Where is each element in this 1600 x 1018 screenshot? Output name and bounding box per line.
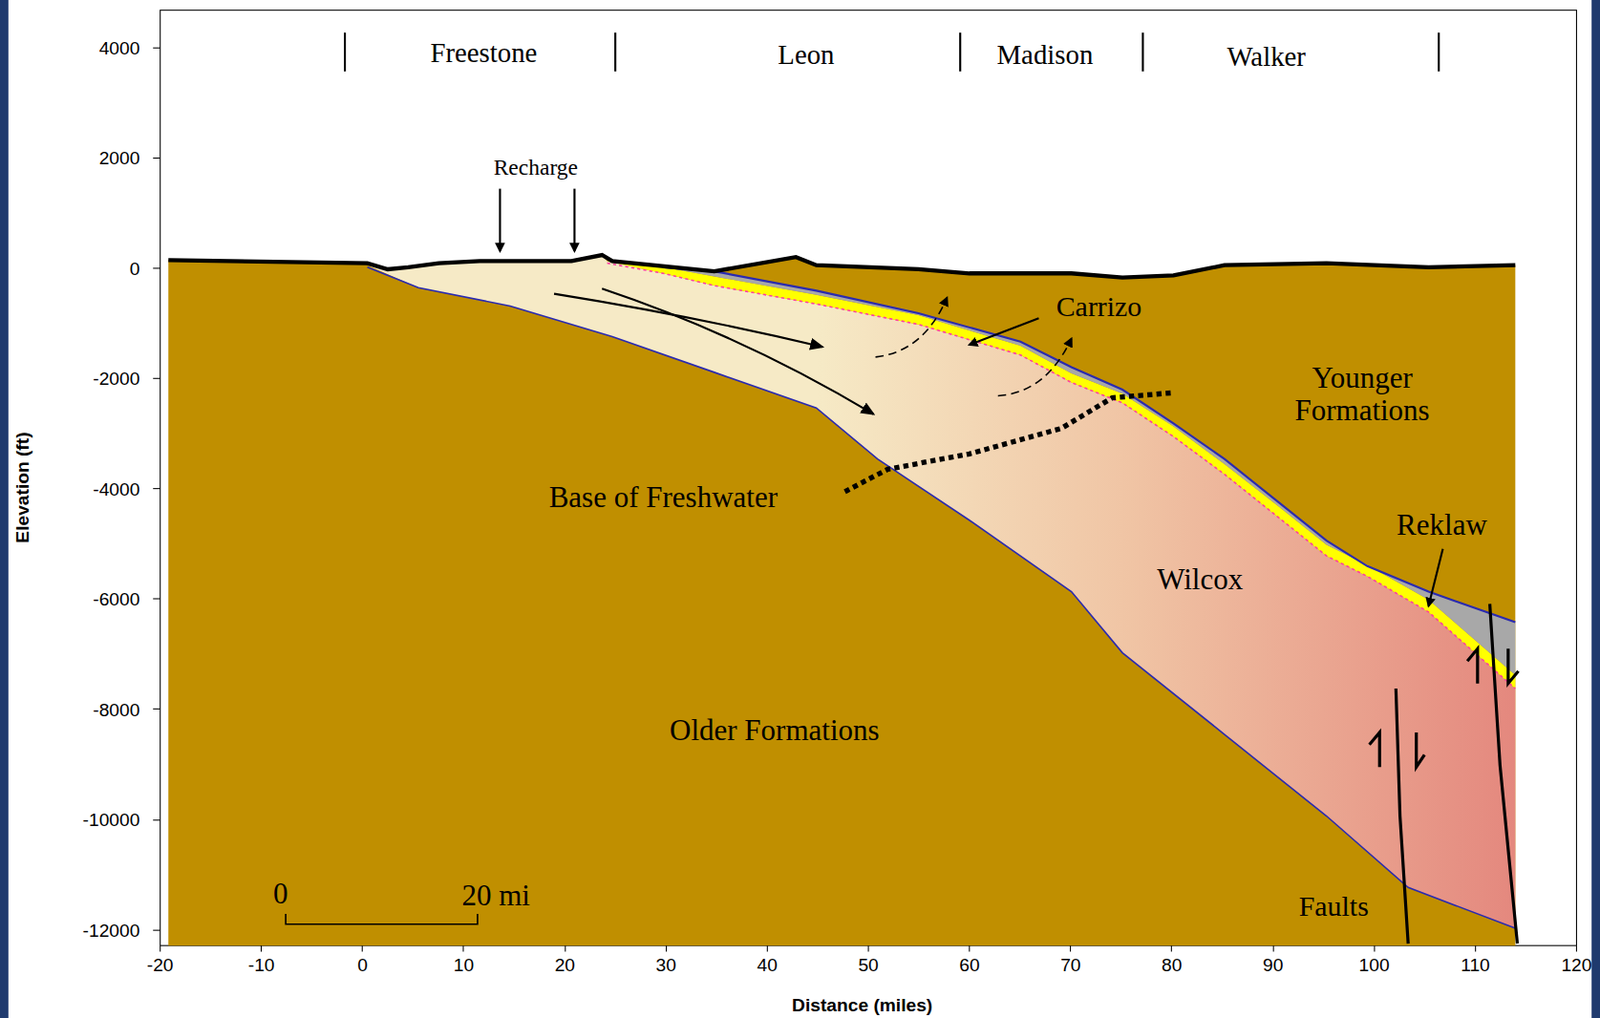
axis-tick-label: 2000 [99, 148, 141, 169]
axis-tick-label: 60 [959, 955, 980, 976]
formation-name: Older Formations [669, 714, 880, 747]
scale-label: 20 mi [461, 879, 530, 913]
fault-label: Faults [1299, 891, 1369, 923]
formation-name: Reklaw [1396, 509, 1488, 542]
axis-tick-label: 4000 [99, 38, 141, 59]
axis-tick-label: 10 [453, 955, 474, 976]
axis-title: Elevation (ft) [12, 432, 33, 544]
county-name: Freestone [429, 38, 537, 69]
axis-tick-label: 40 [757, 955, 778, 976]
axis-tick-label: -2000 [92, 368, 140, 389]
axis-tick-label: 20 [554, 955, 576, 976]
axis-tick-label: 0 [129, 258, 141, 279]
axis-tick-label: -8000 [92, 700, 140, 721]
axis-tick-label: -6000 [92, 589, 140, 610]
axis-tick-label: -4000 [92, 479, 140, 500]
county-name: Walker [1227, 42, 1306, 73]
axis-tick-label: 0 [357, 955, 368, 976]
axis-tick-label: 120 [1560, 955, 1592, 976]
axis-tick-label: -10 [248, 955, 276, 976]
axis-tick-label: -20 [147, 955, 174, 976]
axis-tick-label: -10000 [83, 810, 141, 831]
formation-name: Younger Formations [1265, 362, 1460, 427]
axis-tick-label: -12000 [83, 920, 141, 941]
axis-tick-label: 110 [1460, 955, 1491, 976]
axis-title: Distance (miles) [791, 995, 933, 1016]
formation-name: Carrizo [1056, 291, 1143, 323]
axis-tick-label: 100 [1359, 955, 1390, 976]
scale-label: 0 [273, 877, 289, 911]
county-name: Madison [997, 40, 1094, 71]
recharge-label: Recharge [493, 155, 578, 181]
axis-tick-label: 90 [1262, 955, 1283, 976]
boundary-label: Base of Freshwater [549, 481, 778, 514]
axis-tick-label: 80 [1161, 955, 1182, 976]
axis-tick-label: 30 [656, 955, 677, 976]
axis-tick-label: 70 [1060, 955, 1081, 976]
axis-tick-label: 50 [857, 955, 878, 976]
county-name: Leon [777, 40, 834, 71]
formation-name: Wilcox [1156, 563, 1243, 597]
